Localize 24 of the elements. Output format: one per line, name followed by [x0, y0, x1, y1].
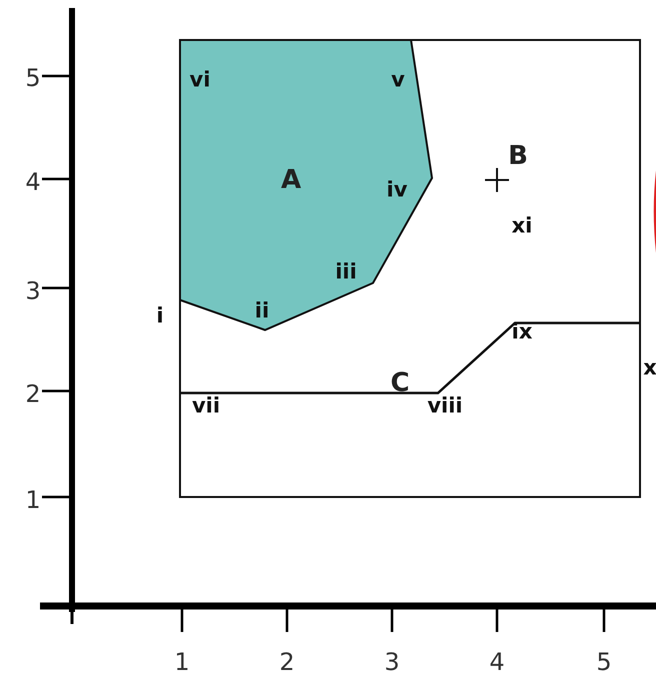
vertex-label: x [643, 358, 656, 378]
vertex-label: i [156, 306, 164, 326]
tick-label: 4 [25, 170, 41, 194]
vertex-label: iii [335, 262, 357, 282]
tick-label: 5 [596, 650, 612, 674]
tick-label: 3 [25, 279, 41, 303]
vertex-label: v [391, 70, 405, 90]
vertex-label: iv [386, 180, 408, 200]
vertex-label: vi [190, 70, 210, 90]
tick-label: 4 [489, 650, 505, 674]
vertex-label: ix [512, 322, 532, 342]
tick-label: 2 [279, 650, 295, 674]
region-label: C [390, 370, 410, 396]
vertex-label: viii [427, 396, 463, 416]
tick-label: 5 [25, 66, 41, 90]
vertex-label: xi [512, 216, 532, 236]
vertex-label: ii [254, 300, 270, 322]
region-label: B [508, 143, 528, 169]
tick-label: 2 [25, 382, 41, 406]
vertex-label: vii [192, 396, 220, 416]
region-label: A [280, 167, 302, 193]
tick-label: 1 [174, 650, 190, 674]
tick-label: 1 [25, 488, 41, 512]
tick-label: 3 [384, 650, 400, 674]
